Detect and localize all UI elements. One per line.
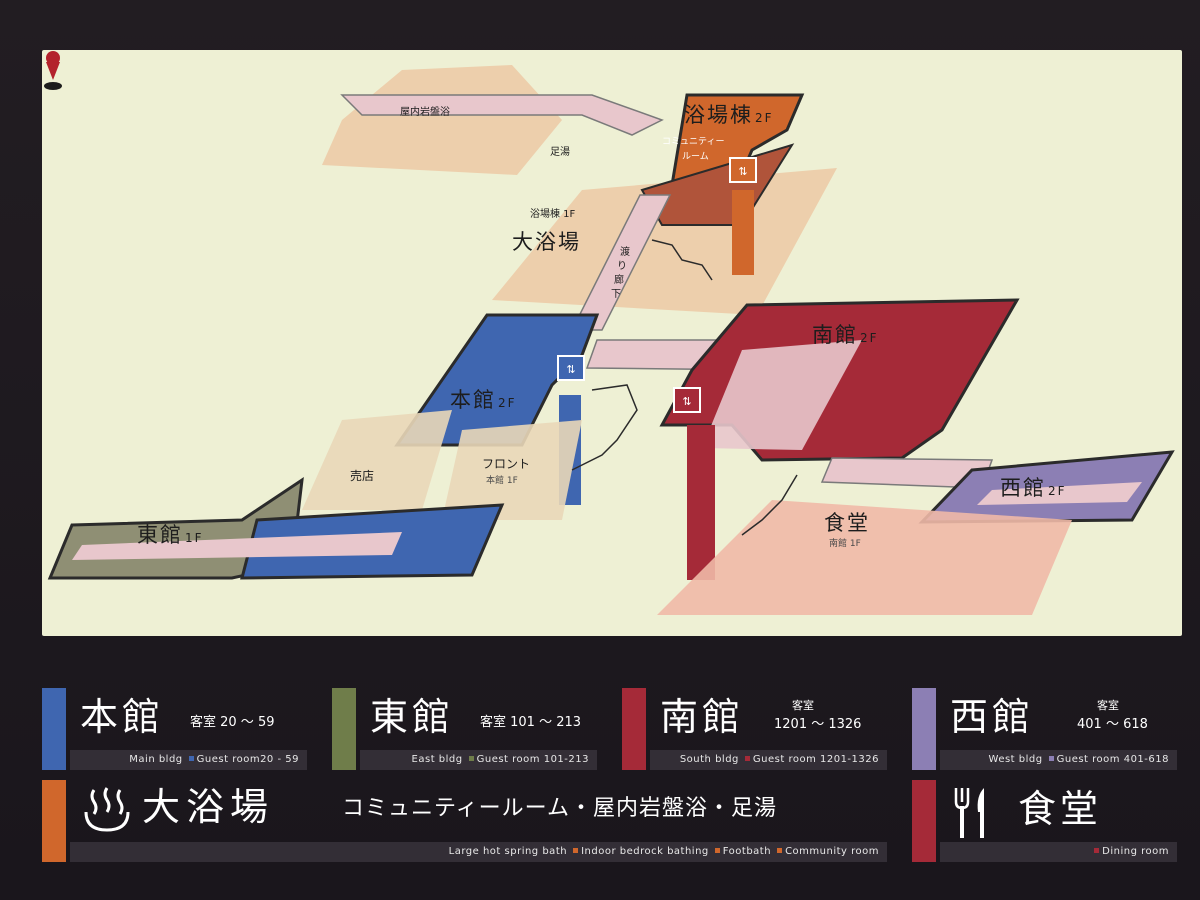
south-bldg-corridor (702, 340, 862, 450)
label-dining: 食堂 (824, 511, 870, 535)
elevator-icon-main: ⇅ (557, 355, 585, 381)
elevator-icon-bath: ⇅ (729, 157, 757, 183)
bath-elevator-shaft (732, 190, 754, 275)
stairs-south (741, 474, 798, 536)
label-corridor-1: 渡 (620, 247, 630, 258)
color-swatch-east (332, 688, 356, 770)
south-elevator-shaft (687, 425, 715, 580)
legend-main-rooms: 客室 20 ～ 59 (190, 715, 275, 730)
color-swatch-main (42, 688, 66, 770)
label-community-room-line1: コミュニティー (662, 137, 725, 147)
map-drawing: ⇅ ⇅ ⇅ (47, 65, 1175, 615)
stairs-bath (651, 239, 713, 281)
svg-text:⇅: ⇅ (682, 395, 691, 408)
front-area (442, 420, 582, 520)
label-shop: 売店 (350, 469, 375, 483)
label-corridor-2: り (617, 261, 627, 272)
label-bath-bldg-1f: 浴場棟 1F (530, 209, 576, 220)
legend-south-rooms-label: 客室 (792, 699, 814, 712)
label-front-sub: 本館 1F (486, 476, 518, 486)
label-indoor-bedrock: 屋内岩盤浴 (400, 107, 450, 118)
legend-bath-facilities: コミュニティールーム・屋内岩盤浴・足湯 (342, 796, 778, 821)
legend-dining-title: 食堂 (1018, 787, 1103, 831)
legend-west-title: 西館 (950, 695, 1035, 739)
dining-area (657, 500, 1072, 615)
label-corridor-4: 下 (611, 289, 621, 300)
label-dining-sub: 南館 1F (829, 539, 861, 549)
top-corridor (340, 94, 664, 136)
legend-large-bath: 大浴場 コミュニティールーム・屋内岩盤浴・足湯 Large hot spring… (42, 780, 887, 862)
legend-dining: 食堂 Dining room (912, 780, 1177, 862)
connecting-corridor (570, 194, 672, 331)
bath-bldg-1f-floor (322, 65, 562, 175)
color-swatch-south (622, 688, 646, 770)
stairs-main (571, 384, 638, 471)
label-corridor-3: 廊 (614, 275, 624, 286)
fork-knife-icon (954, 788, 984, 838)
west-bldg-inner (977, 482, 1142, 505)
label-front: フロント (482, 457, 531, 471)
label-community-room-line2: ルーム (682, 152, 709, 162)
legend-main-title: 本館 (80, 695, 165, 739)
color-swatch-bath (42, 780, 66, 862)
current-location-icon (44, 51, 62, 90)
color-swatch-dining (912, 780, 936, 862)
east-bldg-inner-corridor (72, 532, 402, 560)
shop-area (302, 410, 452, 510)
legend-east-rooms: 客室 101 ～ 213 (480, 715, 582, 730)
label-footbath: 足湯 (550, 147, 570, 158)
legend-west-rooms-label: 客室 (1097, 699, 1119, 712)
color-swatch-west (912, 688, 936, 770)
hot-spring-icon (84, 787, 130, 832)
legend-east-title: 東館 (370, 695, 455, 739)
legend-west-rooms: 401 ～ 618 (1077, 717, 1148, 732)
svg-text:⇅: ⇅ (738, 165, 747, 178)
svg-text:⇅: ⇅ (566, 363, 575, 376)
legend-south-rooms: 1201 ～ 1326 (774, 717, 862, 732)
elevator-icon-south: ⇅ (673, 387, 701, 413)
legend-dining-en: Dining room (940, 842, 1177, 862)
legend-south-title: 南館 (660, 695, 745, 739)
label-large-bath: 大浴場 (512, 230, 581, 254)
legend-bath-title: 大浴場 (142, 785, 275, 829)
